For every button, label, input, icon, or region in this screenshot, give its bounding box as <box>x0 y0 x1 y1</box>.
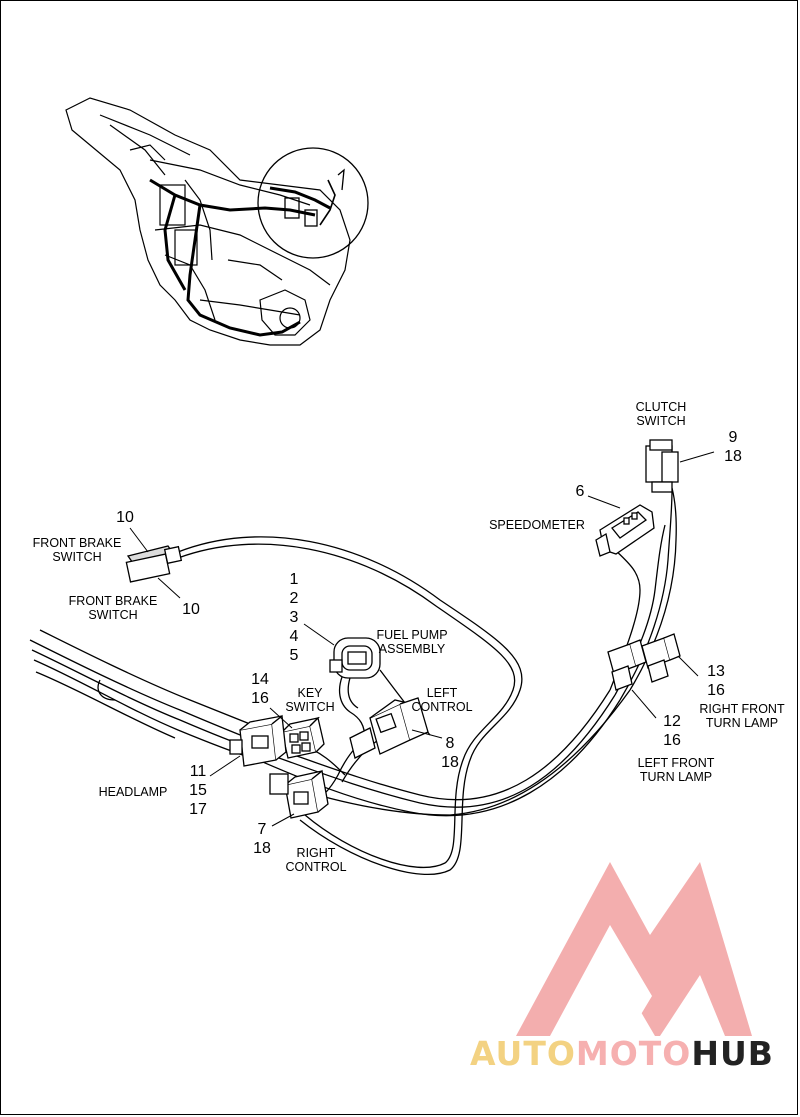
turn-lamp-connectors <box>607 633 681 691</box>
headlamp-label: HEADLAMP <box>98 785 168 799</box>
watermark-logo <box>516 862 752 1036</box>
front-brake-top-ref: 10 <box>116 509 134 526</box>
right-control-label: RIGHT CONTROL <box>276 846 356 874</box>
ref-number: 16 <box>251 690 269 707</box>
clutch-switch-connector <box>645 439 679 493</box>
ref-number: 14 <box>251 671 269 688</box>
left-control-refs: 8 18 <box>436 734 464 772</box>
clutch-switch-refs: 9 18 <box>718 428 748 466</box>
ref-number: 17 <box>189 801 207 818</box>
key-switch-refs: 14 16 <box>246 670 274 708</box>
left-turn-label: LEFT FRONT TURN LAMP <box>626 756 726 784</box>
left-turn-line2: TURN LAMP <box>639 770 713 784</box>
ref-number: 16 <box>707 682 725 699</box>
watermark-part-hub: HUB <box>691 1034 774 1073</box>
key-switch-line1: KEY <box>297 686 323 700</box>
right-turn-line2: TURN LAMP <box>705 716 779 730</box>
left-control-line1: LEFT <box>426 686 458 700</box>
right-turn-line1: RIGHT FRONT <box>699 702 785 716</box>
fuel-pump-line2: ASSEMBLY <box>378 642 446 656</box>
ref-number: 12 <box>663 713 681 730</box>
front-brake-top-label: FRONT BRAKE SWITCH <box>22 536 132 564</box>
headlamp-connector <box>229 714 287 767</box>
ref-number: 4 <box>289 628 299 645</box>
ref-number: 15 <box>189 782 207 799</box>
right-turn-refs: 13 16 <box>702 662 730 700</box>
front-brake-bottom-ref: 10 <box>182 601 200 618</box>
ref-number: 2 <box>289 590 299 607</box>
ref-number: 13 <box>707 663 725 680</box>
ref-number: 18 <box>253 840 271 857</box>
ref-number: 9 <box>728 429 738 446</box>
ref-number: 1 <box>289 571 299 588</box>
ref-number: 16 <box>663 732 681 749</box>
left-control-connector <box>349 697 429 759</box>
speedometer-ref: 6 <box>575 483 585 500</box>
ref-number: 3 <box>289 609 299 626</box>
front-brake-bottom-line2: SWITCH <box>88 608 138 622</box>
clutch-switch-label-line1: CLUTCH <box>635 400 687 414</box>
right-control-line1: RIGHT <box>296 846 336 860</box>
front-brake-top-line1: FRONT BRAKE <box>32 536 122 550</box>
fuel-pump-label: FUEL PUMP ASSEMBLY <box>362 628 462 656</box>
speedometer-label: SPEEDOMETER <box>489 518 585 532</box>
fuel-pump-line1: FUEL PUMP <box>376 628 448 642</box>
ref-number: 18 <box>724 448 742 465</box>
ref-number: 18 <box>441 754 459 771</box>
ref-number: 8 <box>445 735 455 752</box>
key-switch-label: KEY SWITCH <box>280 686 340 714</box>
right-control-line2: CONTROL <box>285 860 347 874</box>
left-turn-line1: LEFT FRONT <box>637 756 715 770</box>
clutch-switch-label: CLUTCH SWITCH <box>626 400 696 428</box>
leader-lines <box>129 451 715 827</box>
ref-number: 5 <box>289 647 299 664</box>
frame-harness-route <box>149 178 316 337</box>
fuel-pump-refs: 1 2 3 4 5 <box>282 570 306 665</box>
fuel-pump-connector <box>329 637 381 679</box>
key-switch-connector <box>281 716 325 759</box>
right-control-connector <box>269 769 329 819</box>
clutch-switch-label-line2: SWITCH <box>636 414 686 428</box>
ref-number: 7 <box>257 821 267 838</box>
detail-callout-circle <box>257 147 369 259</box>
speedometer-connector <box>595 504 655 557</box>
headlamp-refs: 11 15 17 <box>184 762 212 819</box>
motorcycle-frame-illustration <box>65 97 351 346</box>
front-brake-connector <box>125 545 183 583</box>
front-brake-bottom-label: FRONT BRAKE SWITCH <box>58 594 168 622</box>
watermark-part-auto: AUTO <box>470 1034 576 1073</box>
ref-number: 11 <box>189 763 207 780</box>
left-control-label: LEFT CONTROL <box>404 686 480 714</box>
right-control-refs: 7 18 <box>248 820 276 858</box>
watermark-part-moto: MOTO <box>575 1034 692 1073</box>
front-brake-top-line2: SWITCH <box>52 550 102 564</box>
left-turn-refs: 12 16 <box>658 712 686 750</box>
left-control-line2: CONTROL <box>411 700 473 714</box>
watermark-text: AUTOMOTOHUB <box>470 1034 774 1073</box>
right-turn-label: RIGHT FRONT TURN LAMP <box>692 702 792 730</box>
key-switch-line2: SWITCH <box>285 700 335 714</box>
front-brake-bottom-line1: FRONT BRAKE <box>68 594 158 608</box>
